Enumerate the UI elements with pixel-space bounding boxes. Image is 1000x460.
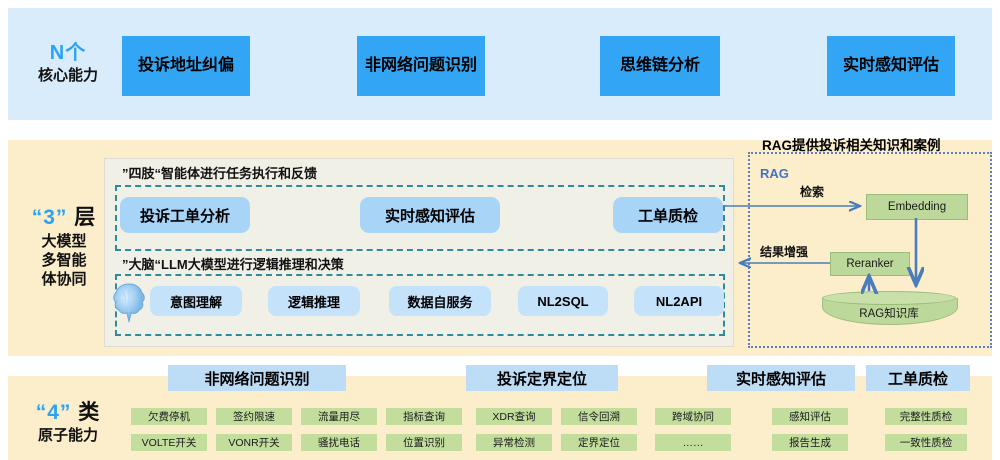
atomic-capability-number: “4” <box>35 401 72 424</box>
rag-knowledge-base-label: RAG知识库 <box>859 308 919 320</box>
core-capability-text: 问题识别 <box>413 57 478 74</box>
atomic-chip[interactable]: 位置识别 <box>386 434 462 451</box>
atomic-chip[interactable]: 信令回溯 <box>561 408 637 425</box>
atomic-capability-sublabel: 原子能力 <box>37 427 98 445</box>
three-layer-suffix: 层 <box>74 206 97 229</box>
agent-panel: ”四肢“智能体进行任务执行和反馈 ”大脑“LLM大模型进行逻辑推理和决策 <box>104 158 734 347</box>
core-capability-band: N个 核心能力 投诉地址纠偏 非网络问题识别 思维链分析 实时感知评估 <box>8 8 992 120</box>
atomic-chip[interactable]: 骚扰电话 <box>301 434 377 451</box>
core-capability-label: N个 核心能力 <box>16 42 120 84</box>
brain-item-5[interactable]: NL2API <box>634 286 724 316</box>
limbs-item-2[interactable]: 实时感知评估 <box>360 197 500 233</box>
atomic-chip[interactable]: XDR查询 <box>476 408 552 425</box>
three-layer-title: “3” 层 <box>16 205 112 230</box>
atomic-chip[interactable]: 流量用尽 <box>301 408 377 425</box>
atomic-capability-title: “4” 类 <box>16 400 120 425</box>
brain-group-caption: ”大脑“LLM大模型进行逻辑推理和决策 <box>119 254 347 273</box>
atomic-chip[interactable]: 异常检测 <box>476 434 552 451</box>
core-capability-box-1[interactable]: 投诉地址纠偏 <box>122 36 250 96</box>
core-capability-box-4[interactable]: 实时感知评估 <box>827 36 955 96</box>
atomic-chip[interactable]: VONR开关 <box>216 434 292 451</box>
retrieve-arrow-label: 检索 <box>800 185 825 199</box>
atomic-category-4[interactable]: 工单质检 <box>866 365 970 391</box>
atomic-chip[interactable]: 感知评估 <box>772 408 848 425</box>
atomic-chip[interactable]: 签约限速 <box>216 408 292 425</box>
atomic-chip[interactable]: 指标查询 <box>386 408 462 425</box>
brain-caption-rest: “LLM大模型进行逻辑推理和决策 <box>154 257 344 272</box>
brain-caption-open-quote: ” <box>122 257 129 272</box>
brain-item-2[interactable]: 逻辑推理 <box>268 286 360 316</box>
rag-node-embedding[interactable]: Embedding <box>866 194 968 220</box>
rag-knowledge-base: RAG知识库 <box>822 291 958 331</box>
limbs-item-3[interactable]: 工单质检 <box>613 197 723 233</box>
three-layer-label: “3” 层 大模型多智能体协同 <box>16 205 112 289</box>
atomic-category-2[interactable]: 投诉定界定位 <box>466 365 618 391</box>
rag-node-reranker[interactable]: Reranker <box>830 252 910 276</box>
core-capability-box-3[interactable]: 思维链分析 <box>600 36 720 96</box>
core-capability-box-2[interactable]: 非网络问题识别 <box>357 36 485 96</box>
atomic-capability-suffix: 类 <box>78 401 101 424</box>
brain-item-3[interactable]: 数据自服务 <box>389 286 491 316</box>
enhance-arrow-label: 结果增强 <box>760 245 809 259</box>
core-capability-text: 实时感知评估 <box>842 57 939 74</box>
three-layer-number: “3” <box>31 206 68 229</box>
core-capability-text: 投诉地址纠偏 <box>137 57 234 74</box>
limbs-caption-keyword: 四肢 <box>128 166 155 181</box>
atomic-chip[interactable]: 定界定位 <box>561 434 637 451</box>
core-capability-sublabel: 核心能力 <box>37 67 98 84</box>
atomic-capability-label: “4” 类 原子能力 <box>16 400 120 445</box>
cylinder-top <box>822 291 956 305</box>
atomic-category-3[interactable]: 实时感知评估 <box>707 365 855 391</box>
core-capability-count: N个 <box>49 42 87 64</box>
rag-boundary-box <box>748 152 992 348</box>
atomic-chip[interactable]: 跨域协同 <box>655 408 731 425</box>
atomic-chip[interactable]: VOLTE开关 <box>131 434 207 451</box>
rag-tag-label: RAG <box>760 166 789 181</box>
brain-item-1[interactable]: 意图理解 <box>150 286 242 316</box>
atomic-chip[interactable]: 一致性质检 <box>885 434 967 451</box>
atomic-chip[interactable]: 欠费停机 <box>131 408 207 425</box>
brain-caption-keyword: 大脑 <box>128 257 155 272</box>
atomic-chip[interactable]: 完整性质检 <box>885 408 967 425</box>
rag-section-title: RAG提供投诉相关知识和案例 <box>762 138 941 153</box>
limbs-group-caption: ”四肢“智能体进行任务执行和反馈 <box>119 163 321 182</box>
atomic-chip[interactable]: …… <box>655 434 731 451</box>
core-capability-text: 思维链分析 <box>619 57 700 74</box>
atomic-category-1[interactable]: 非网络问题识别 <box>168 365 346 391</box>
limbs-caption-open-quote: ” <box>122 166 129 181</box>
atomic-chip[interactable]: 报告生成 <box>772 434 848 451</box>
brain-icon <box>113 283 145 323</box>
limbs-group-box <box>115 185 725 251</box>
brain-item-4[interactable]: NL2SQL <box>518 286 608 316</box>
core-capability-text: 非网络 <box>364 57 413 74</box>
limbs-item-1[interactable]: 投诉工单分析 <box>120 197 250 233</box>
limbs-caption-rest: “智能体进行任务执行和反馈 <box>154 166 318 181</box>
three-layer-sublabel: 大模型多智能体协同 <box>41 233 87 288</box>
